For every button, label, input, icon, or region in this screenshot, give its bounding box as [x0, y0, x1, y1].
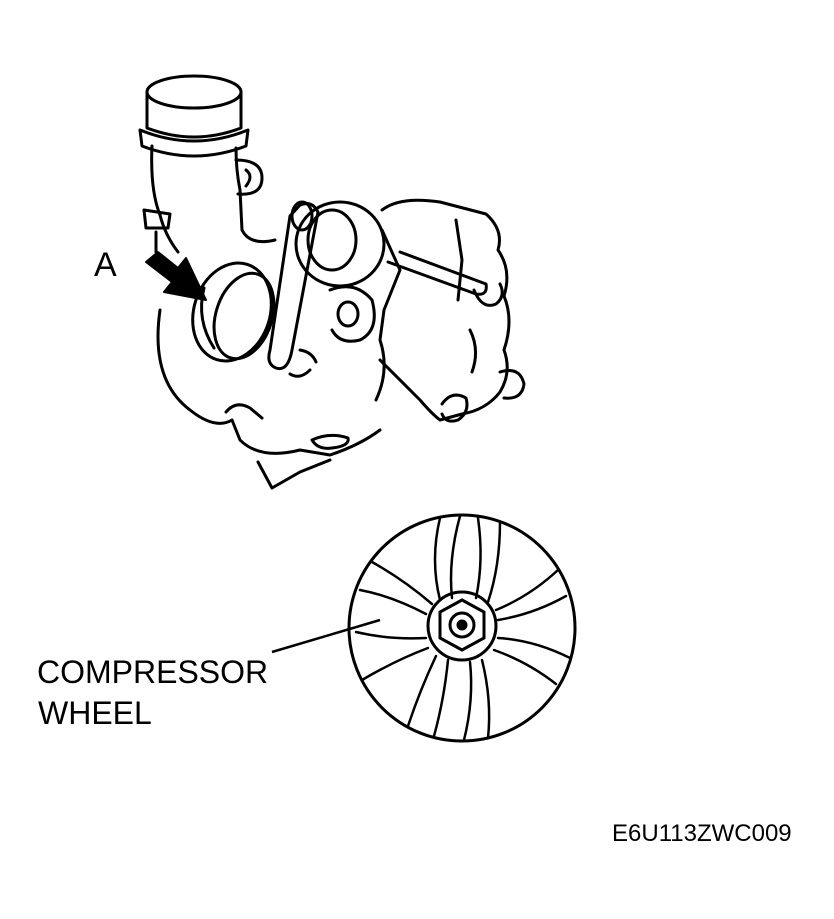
turbocharger-assembly — [138, 74, 526, 490]
inlet-ring-inner — [212, 271, 276, 361]
housing-lower-lip — [256, 458, 332, 490]
compressor-wheel-label-line1: COMPRESSOR — [37, 654, 269, 690]
wheel-nut — [438, 598, 486, 652]
oil-line-fitting — [472, 282, 504, 307]
actuator-pin — [290, 200, 314, 232]
oil-line — [386, 250, 488, 296]
callout-arrow-icon — [145, 251, 207, 301]
center-housing-inner — [374, 228, 402, 402]
actuator-disk-inner — [306, 208, 358, 272]
figure-code: E6U113ZWC009 — [612, 820, 792, 847]
turbine-outlet — [498, 369, 526, 400]
pipe-nipple-inner — [244, 168, 252, 188]
compressor-wheel — [347, 513, 577, 743]
compressor-wheel-label-line2: WHEEL — [38, 695, 152, 731]
pipe-top-collar — [145, 90, 243, 139]
compressor-housing — [156, 308, 382, 457]
wheel-hub — [426, 590, 498, 662]
housing-edge — [378, 358, 442, 422]
callout-label-a: A — [94, 246, 117, 284]
pipe-elbow — [150, 144, 277, 254]
compressor-wheel-leader-line — [271, 618, 381, 654]
actuator-boss — [328, 285, 376, 343]
actuator-rod — [267, 202, 320, 371]
actuator-bracket — [288, 348, 318, 378]
center-housing-rib — [454, 218, 477, 374]
wheel-blades — [354, 514, 572, 742]
left-stub — [142, 208, 172, 230]
housing-foot — [224, 403, 264, 420]
pipe-top-opening — [145, 74, 243, 110]
actuator-bolt — [336, 300, 360, 328]
center-housing — [380, 198, 511, 422]
wheel-nut-center — [456, 619, 468, 631]
turbine-flange — [440, 393, 469, 423]
housing-slot — [310, 433, 350, 450]
pipe-collar-ring — [138, 128, 250, 158]
inlet-ring-outer — [191, 261, 273, 363]
pipe-nipple — [234, 158, 264, 196]
wheel-nut-ring — [448, 611, 476, 639]
